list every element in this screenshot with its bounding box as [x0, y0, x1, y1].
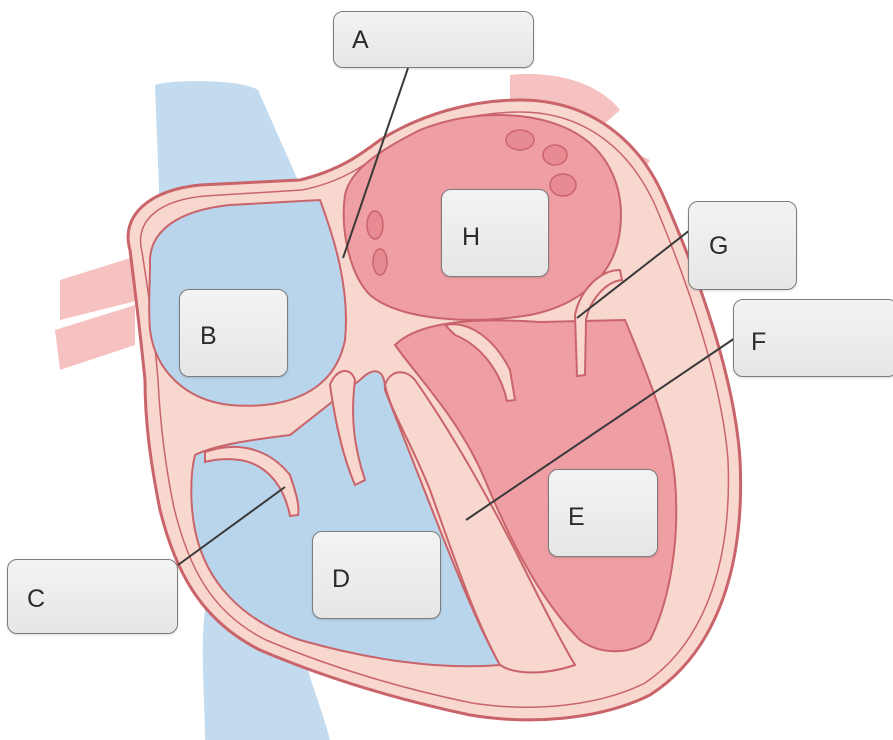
label-h: H	[462, 225, 480, 250]
label-f: F	[751, 330, 766, 355]
pulmonary-vein-opening	[550, 174, 576, 196]
pulmonary-vein-opening	[506, 130, 534, 150]
label-box-h[interactable]	[441, 189, 549, 277]
label-a: A	[352, 28, 369, 53]
left-pulmonary-vessels	[55, 255, 140, 370]
label-b: B	[200, 324, 217, 349]
label-g: G	[709, 234, 728, 259]
label-e: E	[568, 505, 585, 530]
label-d: D	[332, 567, 350, 592]
label-box-g[interactable]	[688, 201, 797, 290]
pulmonary-vein-opening	[373, 249, 387, 275]
label-box-e[interactable]	[548, 469, 658, 557]
label-box-b[interactable]	[179, 289, 288, 377]
pulmonary-vein-opening	[543, 145, 567, 165]
label-c: C	[27, 587, 45, 612]
pulmonary-vein-opening	[367, 211, 383, 239]
